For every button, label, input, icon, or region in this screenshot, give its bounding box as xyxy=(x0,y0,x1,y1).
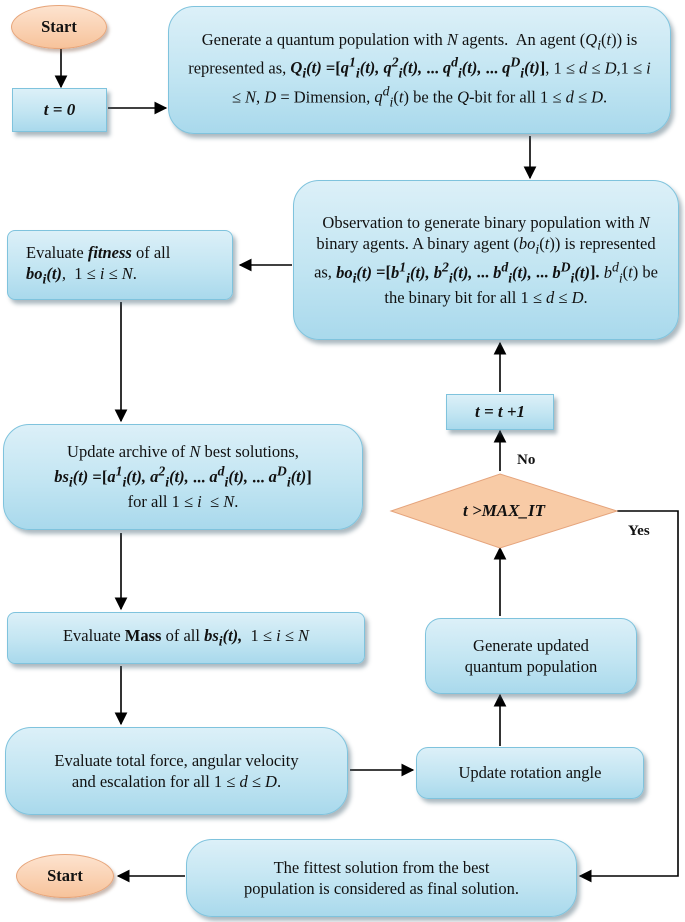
t-init-label: t = 0 xyxy=(43,99,76,119)
decision-label: t >MAX_IT xyxy=(391,496,617,526)
increment-label: t = t +1 xyxy=(474,401,526,421)
update-archive-box: Update archive of N best solutions,bsi(t… xyxy=(3,424,363,530)
update-rotation-label: Update rotation angle xyxy=(458,763,602,783)
arrow-decision-yes-to-final xyxy=(578,510,679,883)
observation-text: Observation to generate binary populatio… xyxy=(314,212,658,307)
t-init-box: t = 0 xyxy=(12,88,107,132)
evaluate-mass-box: Evaluate Mass of all bsi(t), 1 ≤ i ≤ N xyxy=(7,612,365,664)
evaluate-mass-text: Evaluate Mass of all bsi(t), 1 ≤ i ≤ N xyxy=(62,626,310,649)
end-terminal: Start xyxy=(16,854,114,898)
increment-box: t = t +1 xyxy=(446,394,554,430)
generate-population-text: Generate a quantum population with N age… xyxy=(188,29,651,110)
start-label: Start xyxy=(41,17,77,36)
observation-box: Observation to generate binary populatio… xyxy=(293,180,679,340)
start-terminal: Start xyxy=(11,5,107,49)
update-rotation-box: Update rotation angle xyxy=(416,747,644,799)
decision-diamond xyxy=(389,473,619,549)
end-label: Start xyxy=(47,866,83,885)
no-label: No xyxy=(517,452,536,468)
decision-text: t >MAX_IT xyxy=(463,501,545,520)
yes-label: Yes xyxy=(628,523,650,539)
update-archive-text: Update archive of N best solutions,bsi(t… xyxy=(54,442,312,512)
generate-population-box: Generate a quantum population with N age… xyxy=(168,6,671,134)
